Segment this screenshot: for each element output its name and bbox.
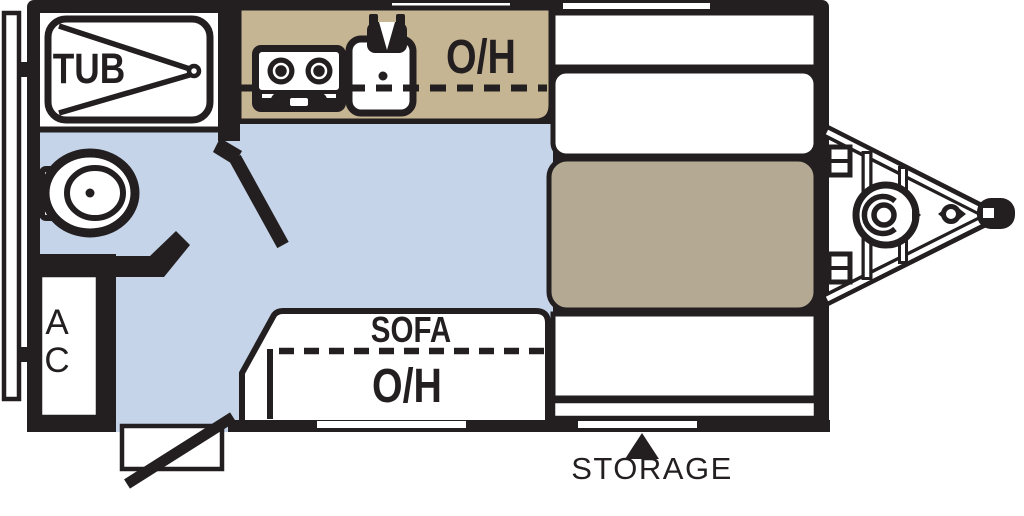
front-cabinet — [550, 10, 819, 70]
tub-label: TUB — [52, 45, 126, 93]
kitchen-overhead-label: O/H — [446, 31, 516, 84]
toilet-icon — [39, 148, 140, 238]
storage-arrow-icon — [625, 433, 659, 459]
bed-mattress — [546, 156, 819, 313]
stove-icon — [252, 45, 346, 112]
sofa — [239, 308, 551, 427]
faucet-icon — [367, 14, 407, 53]
tongue-frame-icon — [819, 123, 991, 308]
bottom-wall-overlay — [228, 420, 830, 432]
window-top-2 — [563, 3, 710, 9]
tongue-jack-icon — [938, 204, 966, 224]
tub-icon — [44, 15, 214, 124]
bathroom-tub-area — [40, 13, 218, 133]
propane-tank-icon — [852, 181, 921, 249]
ac-label-line1: A — [45, 303, 69, 342]
storage-label: STORAGE — [571, 451, 733, 486]
ac-compartment — [27, 254, 116, 432]
entry-door-icon — [119, 412, 236, 489]
bed-head-platform — [550, 68, 819, 159]
ac-label-line2: C — [44, 341, 70, 380]
rear-bumper-icon — [1, 10, 28, 402]
hitch-coupler-icon — [977, 198, 1015, 229]
sofa-label: SOFA — [370, 309, 452, 350]
sofa-overhead-label: O/H — [372, 360, 442, 413]
under-bed-storage — [550, 311, 819, 421]
door-swing-icon — [229, 154, 289, 249]
